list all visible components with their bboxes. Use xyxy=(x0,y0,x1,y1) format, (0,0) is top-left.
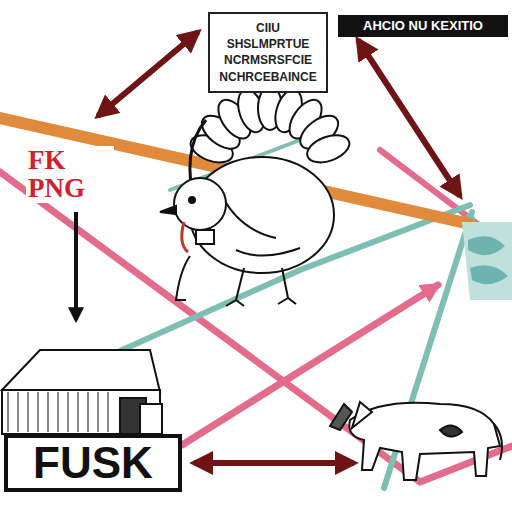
colour-lines xyxy=(0,118,512,488)
text-box: CIIU SHSLMPRTUE NCRMSRSFCIE NCHRCEBAINCE xyxy=(208,12,328,93)
cow-drawing xyxy=(330,402,502,480)
node-text: CIIU SHSLMPRTUE NCRMSRSFCIE NCHRCEBAINCE xyxy=(214,20,322,85)
title-bar: AHCIO NU KEXITIO xyxy=(338,15,508,37)
turkey-drawing xyxy=(160,86,353,306)
teal-shape xyxy=(462,222,512,300)
barn-drawing xyxy=(2,350,162,434)
down-arrow xyxy=(74,212,78,320)
node-text: FUSK xyxy=(16,440,170,486)
node-text: AHCIO NU KEXITIO xyxy=(344,18,502,33)
label-box: FUSK xyxy=(4,434,182,492)
red-label: FK PNG xyxy=(26,146,114,203)
